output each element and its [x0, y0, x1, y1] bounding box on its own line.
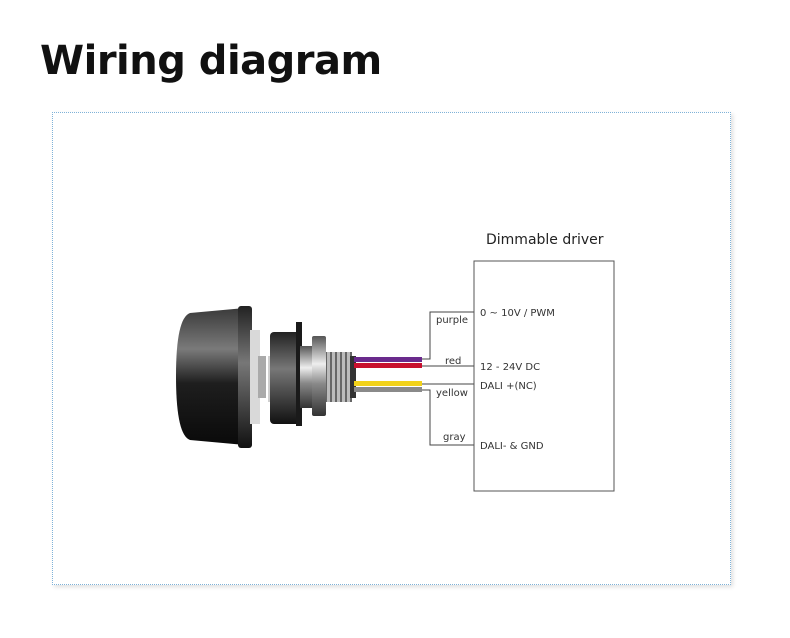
- wire-gray-segment: [354, 387, 422, 392]
- terminal-12-24v-dc: 12 - 24V DC: [480, 362, 540, 373]
- driver-box: [473, 260, 615, 492]
- wire-red-segment: [354, 363, 422, 368]
- wire-purple-segment: [354, 357, 422, 362]
- mounting-body: [268, 322, 356, 426]
- driver-title: Dimmable driver: [486, 232, 604, 248]
- line-gray: [422, 389, 474, 446]
- wire-label-purple: purple: [436, 315, 468, 326]
- wire-yellow-segment: [354, 381, 422, 386]
- connection-lines: [422, 311, 474, 446]
- line-purple: [422, 311, 474, 360]
- wire-bundle: [354, 357, 422, 392]
- page-title: Wiring diagram: [40, 38, 382, 84]
- wire-label-red: red: [445, 356, 461, 367]
- diagram-frame: [52, 112, 731, 585]
- terminal-0-10v-pwm: 0 ~ 10V / PWM: [480, 308, 555, 319]
- wire-label-yellow: yellow: [436, 388, 468, 399]
- wire-label-gray: gray: [443, 432, 466, 443]
- knob-cap: [176, 306, 266, 448]
- terminal-dali-plus: DALI +(NC): [480, 381, 537, 392]
- terminal-dali-minus-gnd: DALI- & GND: [480, 441, 544, 452]
